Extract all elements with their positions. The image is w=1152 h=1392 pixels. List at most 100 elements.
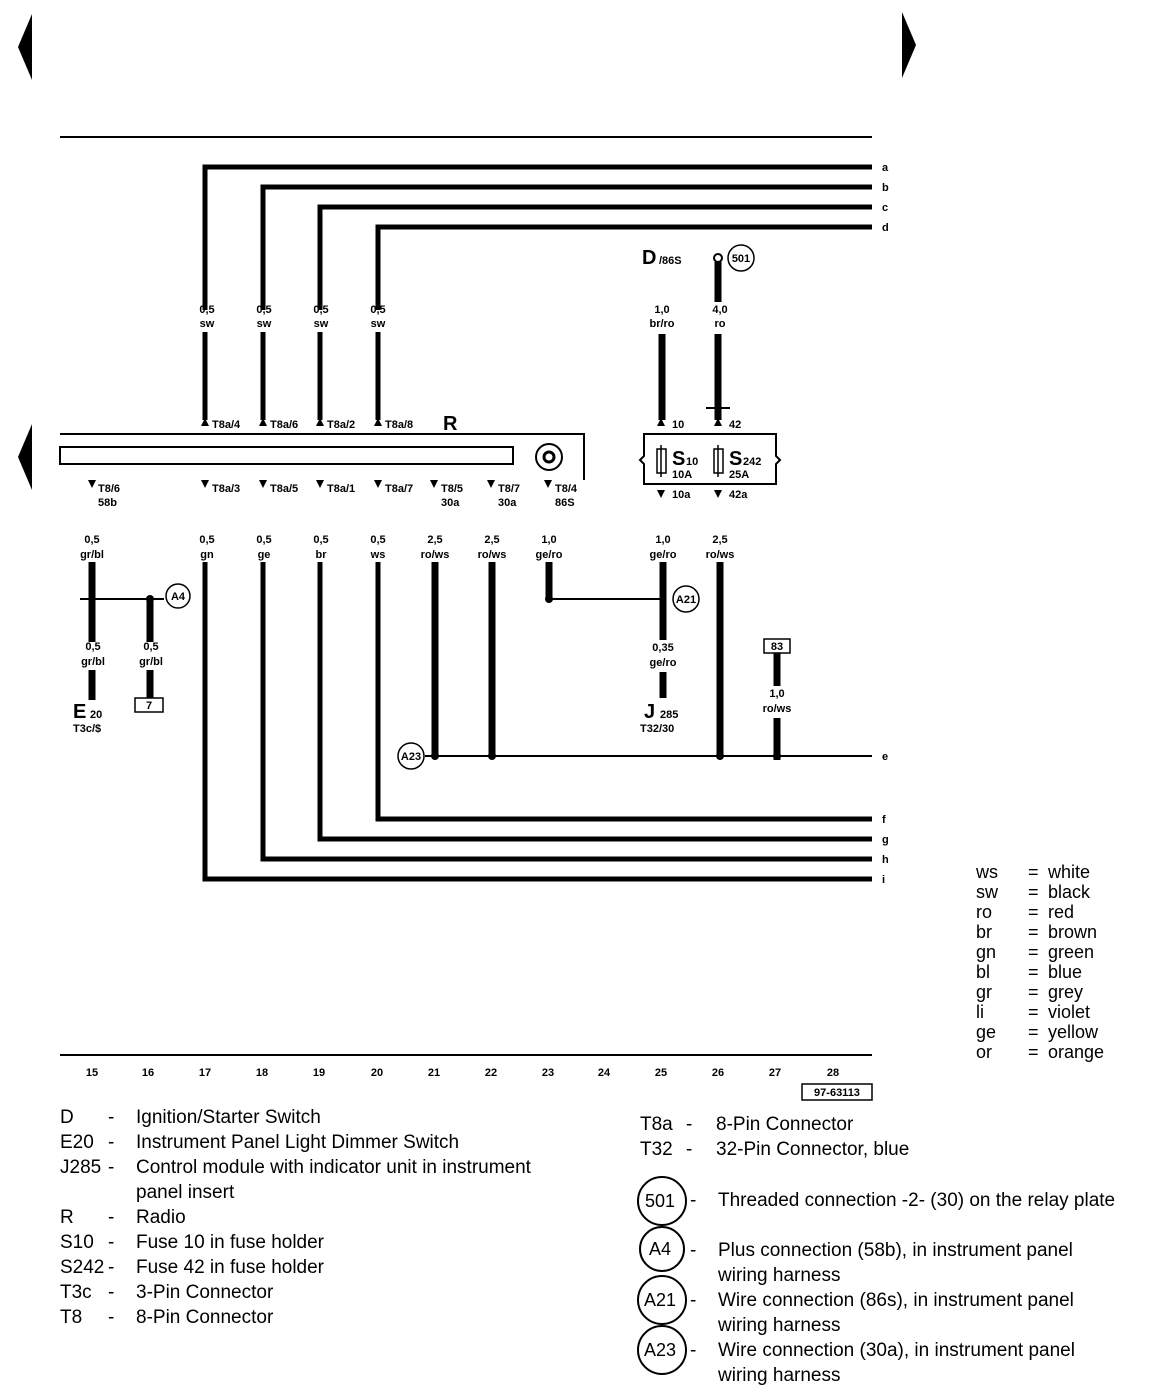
- wire-label: 25: [655, 1067, 667, 1079]
- legend-text: Control module with indicator unit in in…: [136, 1157, 531, 1178]
- wire-label: A21: [644, 1290, 676, 1310]
- legend-text: sw: [976, 882, 998, 902]
- legend-text: ge: [976, 1022, 997, 1042]
- pin-T8a-2: T8a/2: [327, 419, 355, 431]
- legend-text: bl: [976, 962, 991, 982]
- legend-row: S242-Fuse 42 in fuse holder: [60, 1255, 600, 1280]
- wire-label: 0,5: [84, 534, 99, 546]
- wire-label: 1,0: [769, 688, 784, 700]
- legend-text: panel insert: [136, 1182, 235, 1203]
- color-key-row: bl=blue: [976, 962, 1083, 982]
- legend-text: -: [686, 1114, 693, 1135]
- wire-label: 285: [660, 709, 678, 721]
- legend-text: Instrument Panel Light Dimmer Switch: [136, 1132, 460, 1153]
- wire-label: T8/4: [555, 483, 578, 495]
- wire-label: ge/ro: [650, 657, 677, 669]
- color-key-row: or=orange: [976, 1042, 1105, 1062]
- supply-top: D /86S 501: [642, 244, 755, 420]
- legend-text: red: [1048, 902, 1075, 922]
- bus-letter-a: a: [882, 162, 889, 174]
- next-page-arrow-icon[interactable]: [902, 12, 916, 78]
- color-key: ws=white sw=black ro=red br=brown gn=gre…: [976, 862, 1104, 1062]
- wire-label: 42: [729, 419, 741, 431]
- legend-row: S10-Fuse 10 in fuse holder: [60, 1230, 600, 1255]
- legend-text: Wire connection (86s), in instrument pan…: [718, 1290, 1074, 1311]
- legend-right-top: T8a-8-Pin Connector T32-32-Pin Connector…: [640, 1112, 1120, 1162]
- wire-label: ro/ws: [421, 549, 450, 561]
- wire-label: 30a: [498, 497, 517, 509]
- legend-text: -: [108, 1282, 115, 1303]
- wire-label: 10: [672, 419, 684, 431]
- wire-label: ro/ws: [478, 549, 507, 561]
- wire-label: ro: [715, 318, 726, 330]
- legend-text: -: [108, 1107, 115, 1128]
- fuse-S10-label: S: [672, 448, 685, 470]
- wire-label: 242: [743, 456, 761, 468]
- legend-text: grey: [1048, 982, 1084, 1002]
- legend-row: J285-Control module with indicator unit …: [60, 1155, 600, 1180]
- ref-box-7: 7: [146, 700, 152, 712]
- legend-text: E20: [60, 1132, 94, 1153]
- wire-label: 22: [485, 1067, 497, 1079]
- wire-label: gr/bl: [80, 549, 104, 561]
- legend-text: T8a: [640, 1114, 673, 1135]
- wire-label: 16: [142, 1067, 154, 1079]
- wire-label: gr/bl: [139, 656, 163, 668]
- color-key-row: ws=white: [976, 862, 1091, 882]
- legend-text: wiring harness: [718, 1265, 841, 1286]
- wire-label: 17: [199, 1067, 211, 1079]
- legend-text: -: [686, 1139, 693, 1160]
- wire-label: 1,0: [654, 304, 669, 316]
- legend-text: white: [1048, 862, 1091, 882]
- wire-label: 2,5: [427, 534, 442, 546]
- color-key-row: li=violet: [976, 1002, 1091, 1022]
- wire-label: 27: [769, 1067, 781, 1079]
- wire-label: 0,5: [199, 534, 214, 546]
- legend-text: wiring harness: [718, 1315, 841, 1336]
- wire-label: 18: [256, 1067, 268, 1079]
- legend-text: brown: [1048, 922, 1098, 942]
- legend-text: -: [108, 1232, 115, 1253]
- legend-text: li: [976, 1002, 984, 1022]
- prev-section-arrow-icon[interactable]: [18, 424, 32, 490]
- legend-row: -Threaded connection -2- (30) on the rel…: [690, 1188, 1140, 1238]
- legend-text: -: [108, 1157, 115, 1178]
- wire-label: 0,5: [256, 304, 271, 316]
- wire-label: br: [316, 549, 328, 561]
- wire-label: ge/ro: [536, 549, 563, 561]
- legend-row: T3c-3-Pin Connector: [60, 1280, 600, 1305]
- legend-text: T8: [60, 1307, 83, 1328]
- legend-right-circles: -Threaded connection -2- (30) on the rel…: [690, 1188, 1140, 1388]
- legend-text: -: [108, 1207, 115, 1228]
- legend-text: 32-Pin Connector, blue: [716, 1139, 910, 1160]
- wire-label: 10A: [672, 469, 692, 481]
- legend-text: T3c: [60, 1282, 92, 1303]
- legend-text: blue: [1048, 962, 1083, 982]
- component-J285-label: J: [644, 701, 655, 723]
- fuse-S242-label: S: [729, 448, 742, 470]
- legend-text: 8-Pin Connector: [716, 1114, 854, 1135]
- legend-text: or: [976, 1042, 993, 1062]
- wire-label: ge: [258, 549, 271, 561]
- lower-bus-wires: f g h i: [202, 562, 889, 886]
- fuse-holder: 10 42 S 10 10A S 242 25A 10a 42a: [638, 418, 782, 756]
- prev-page-arrow-icon[interactable]: [18, 14, 32, 80]
- legend-text: Fuse 10 in fuse holder: [136, 1232, 325, 1253]
- legend-text: gr: [976, 982, 993, 1002]
- wire-label: A4: [649, 1239, 671, 1259]
- wire-label: T8a/7: [385, 483, 413, 495]
- legend-row: T8a- 8-Pin Connector: [640, 1112, 1120, 1137]
- legend-row: -Wire connection (30a), in instrument pa…: [690, 1338, 1140, 1388]
- color-key-row: br=brown: [976, 922, 1098, 942]
- wire-label: /86S: [659, 255, 682, 267]
- radio-component: [59, 433, 585, 480]
- legend-circles: 501 A4 A21 A23: [637, 1176, 687, 1375]
- legend-text: -: [690, 1290, 697, 1311]
- bus-letter-f: f: [882, 814, 886, 826]
- bus-letter-h: h: [882, 854, 889, 866]
- wire-label: ro/ws: [763, 703, 792, 715]
- wire-label: 0,5: [85, 641, 100, 653]
